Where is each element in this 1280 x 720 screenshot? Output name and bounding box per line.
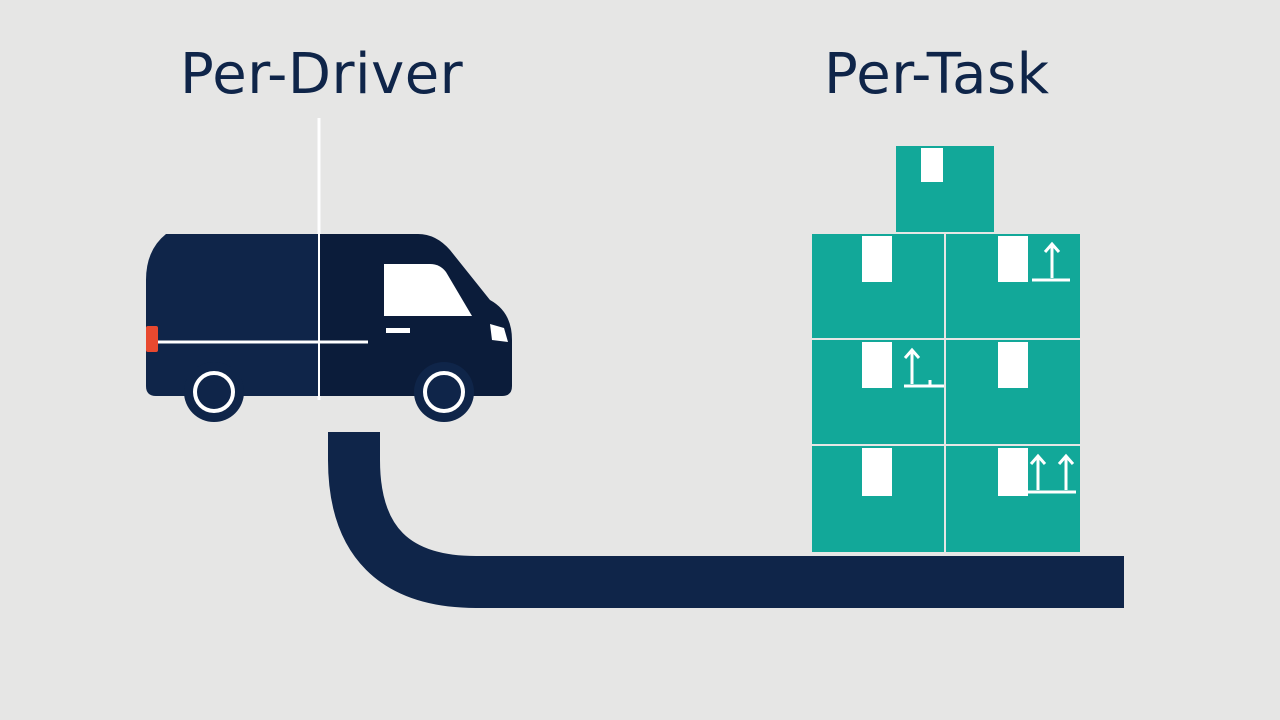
front-wheel bbox=[414, 362, 474, 422]
box-top bbox=[896, 146, 994, 232]
headlight bbox=[490, 324, 508, 342]
tail-light bbox=[146, 326, 158, 352]
this-side-up-icon bbox=[903, 347, 944, 388]
box-stack-icon bbox=[812, 146, 1080, 552]
box-r3-left bbox=[812, 446, 944, 552]
van-window bbox=[384, 264, 472, 316]
this-side-up-icon bbox=[1032, 241, 1070, 282]
per-task-label: Per-Task bbox=[824, 42, 1050, 107]
van-icon bbox=[146, 234, 512, 422]
per-driver-label: Per-Driver bbox=[180, 42, 464, 107]
box-r2-right bbox=[946, 340, 1080, 444]
rear-wheel bbox=[184, 362, 244, 422]
box-r1-left bbox=[812, 234, 944, 338]
door-handle bbox=[386, 328, 410, 333]
road-path bbox=[328, 432, 1124, 608]
box-r2-left bbox=[812, 340, 944, 444]
box-r1-right bbox=[946, 234, 1080, 338]
this-side-up-icon bbox=[1028, 453, 1076, 494]
box-r3-right bbox=[946, 446, 1080, 552]
